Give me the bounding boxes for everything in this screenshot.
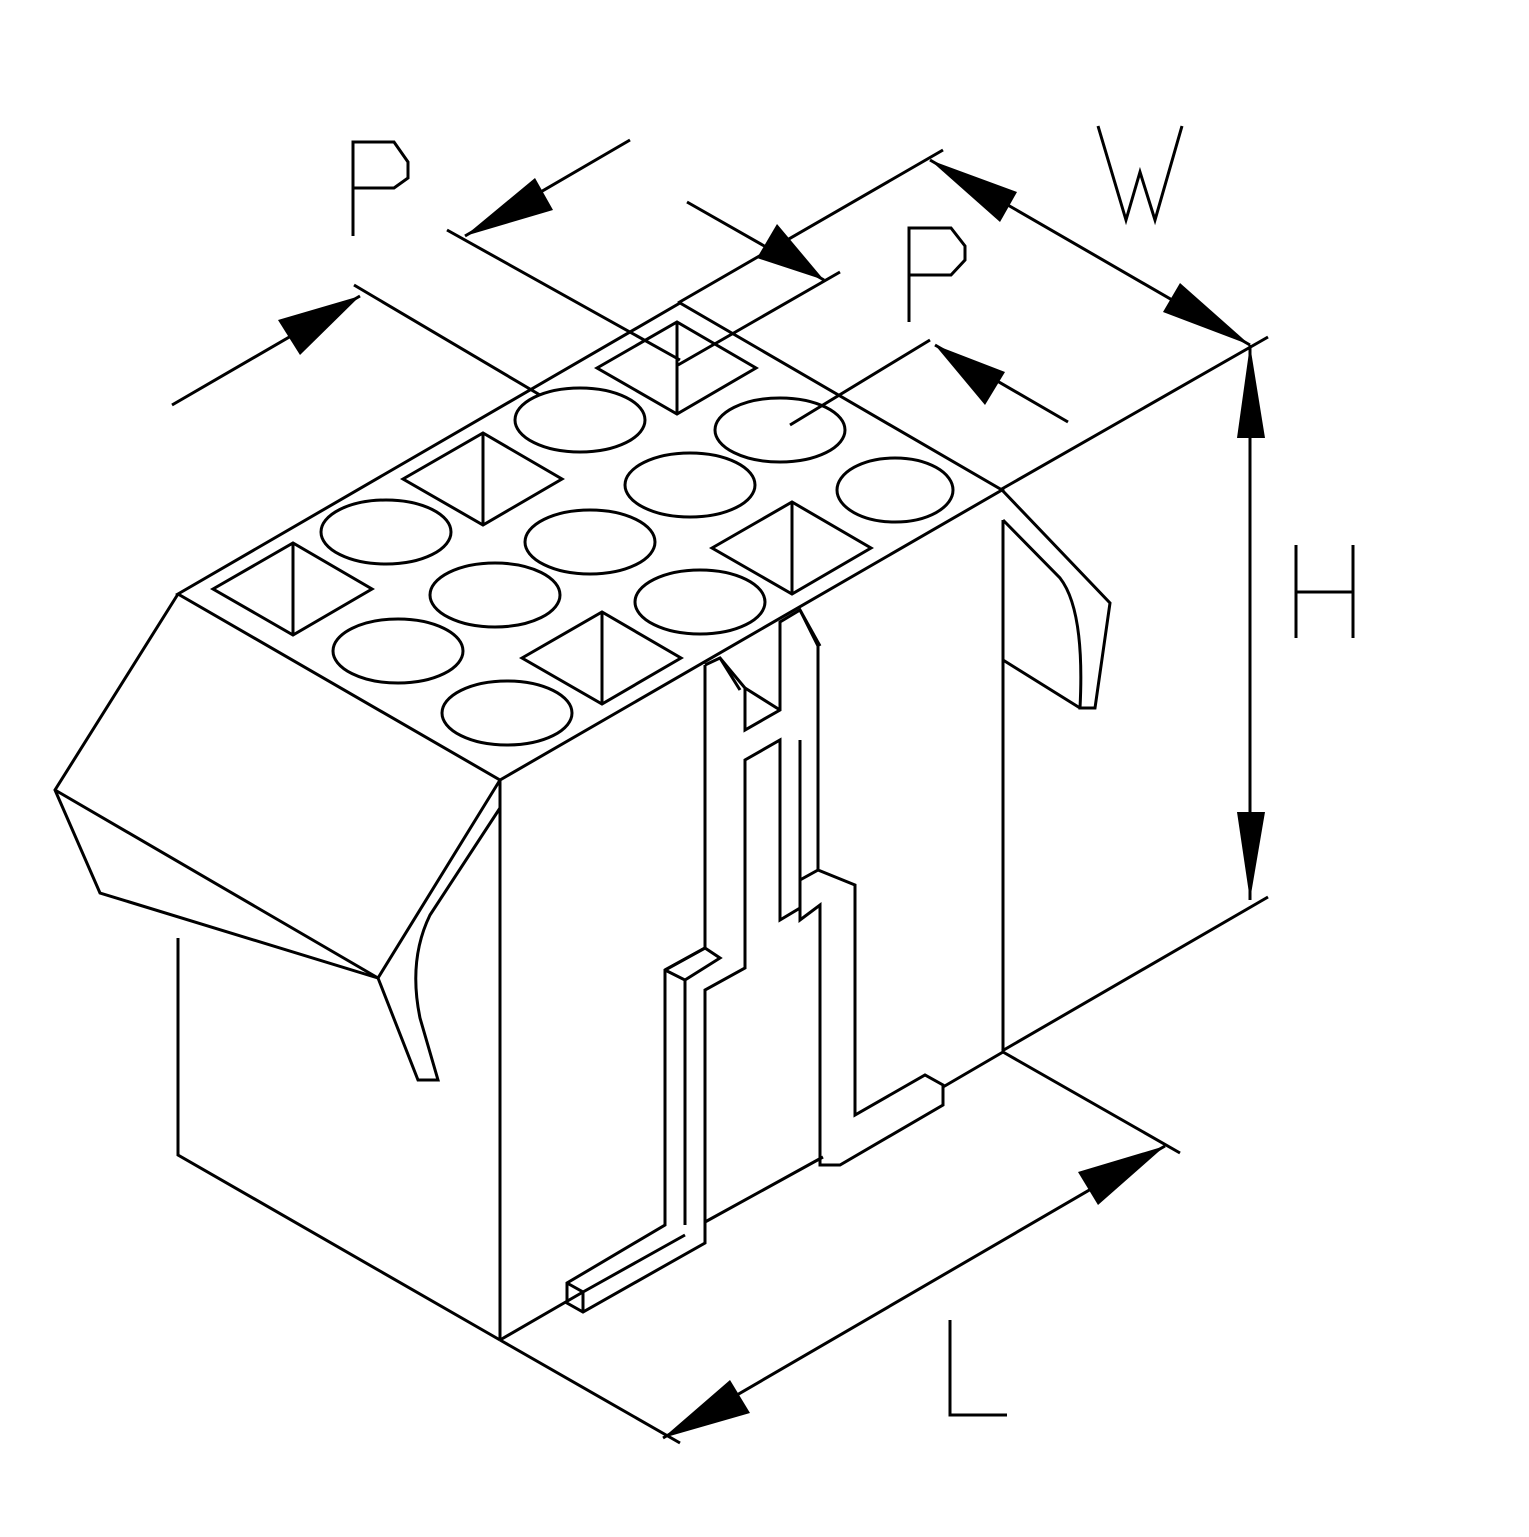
dimension-h: [1001, 345, 1269, 1053]
connector-body: [53, 301, 1112, 1342]
dimension-p-upper: [677, 200, 1069, 427]
dimension-p-left: [171, 138, 681, 407]
dimension-w: [677, 148, 1269, 492]
dimension-label-p-left: P: [350, 140, 351, 141]
label-p-left-glyph: [351, 140, 410, 236]
dimension-label-p-upper: P: [906, 226, 907, 227]
round-cavities: [319, 386, 955, 747]
label-p-right-glyph: [907, 226, 967, 322]
dimension-label-l: L: [950, 1320, 951, 1321]
label-h-glyph: [1294, 545, 1355, 638]
label-l-glyph: [948, 1320, 1007, 1417]
square-cavities: [209, 320, 874, 706]
dimension-label-h: H: [1296, 545, 1297, 546]
terminal-channel: [565, 607, 945, 1314]
dimension-l: [499, 1050, 1181, 1445]
dimension-label-w: W: [1098, 126, 1099, 127]
label-w-glyph: [1096, 125, 1184, 226]
